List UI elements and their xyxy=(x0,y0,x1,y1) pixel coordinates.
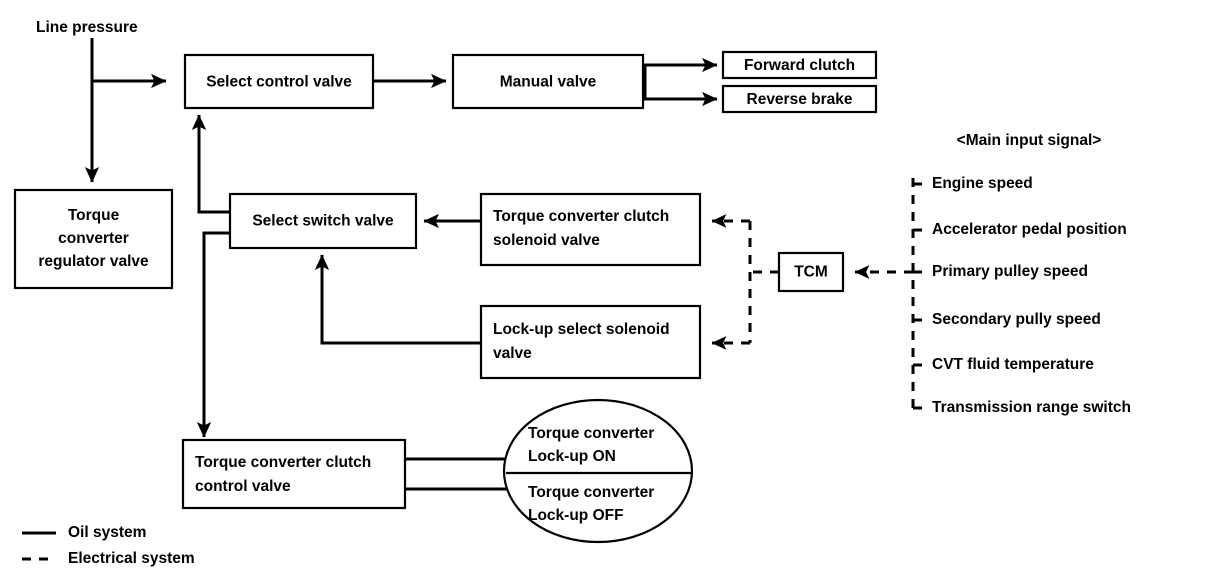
lockup-state-ellipse-shape xyxy=(502,398,694,544)
lockup-select-solenoid-valve-rect[interactable] xyxy=(479,304,702,380)
lockup-state-ellipse: Torque converter Lock-up ON Torque conve… xyxy=(502,398,694,544)
torque-converter-regulator-valve-label-line3: regulator valve xyxy=(38,253,149,270)
select-control-valve-box[interactable]: Select control valve xyxy=(183,53,375,110)
select-switch-down-riser xyxy=(202,231,231,430)
forward-clutch-label: Forward clutch xyxy=(744,57,855,74)
torque-converter-clutch-control-valve-box[interactable]: Torque converter clutch control valve xyxy=(181,438,407,510)
torque-converter-clutch-control-valve-label-line2: control valve xyxy=(195,478,291,495)
lockup-solenoid-riser xyxy=(320,262,481,345)
torque-converter-clutch-control-valve-rect[interactable] xyxy=(181,438,407,510)
select-switch-valve-label: Select switch valve xyxy=(252,213,394,230)
lockup-off-label-line2: Lock-up OFF xyxy=(528,507,624,524)
forward-clutch-box[interactable]: Forward clutch xyxy=(721,50,878,80)
torque-converter-regulator-valve-label-line2: converter xyxy=(58,230,129,247)
select-switch-valve-box[interactable]: Select switch valve xyxy=(228,192,418,250)
input-signal-secondary-pulley-speed: Secondary pully speed xyxy=(932,311,1101,328)
line-pressure-label: Line pressure xyxy=(36,19,138,36)
manual-valve-box[interactable]: Manual valve xyxy=(451,53,645,110)
legend-item-electrical-system: Electrical system xyxy=(22,550,195,567)
select-switch-valve-rect[interactable] xyxy=(228,192,418,250)
lockup-select-solenoid-valve-box[interactable]: Lock-up select solenoid valve xyxy=(479,304,702,380)
torque-converter-regulator-valve-rect[interactable] xyxy=(13,188,174,290)
tcm-output-electrical-bus xyxy=(711,214,779,350)
legend-electrical-system-label: Electrical system xyxy=(68,550,195,567)
select-switch-to-tcc-control-path xyxy=(196,231,231,438)
select-control-valve-label: Select control valve xyxy=(206,74,352,91)
torque-converter-clutch-solenoid-valve-label-line1: Torque converter clutch xyxy=(493,208,669,225)
lockup-select-solenoid-valve-label-line2: valve xyxy=(493,345,532,362)
legend-item-oil-system: Oil system xyxy=(22,524,146,541)
input-signal-accelerator-pedal-position: Accelerator pedal position xyxy=(932,221,1127,238)
lockup-off-label-line1: Torque converter xyxy=(528,484,654,501)
input-signal-transmission-range-switch: Transmission range switch xyxy=(932,399,1131,416)
torque-converter-clutch-solenoid-valve-box[interactable]: Torque converter clutch solenoid valve xyxy=(479,192,702,267)
main-input-signal-bus xyxy=(911,178,929,410)
input-signal-cvt-fluid-temperature: CVT fluid temperature xyxy=(932,356,1094,373)
lockup-select-solenoid-valve-label-line1: Lock-up select solenoid xyxy=(493,321,670,338)
select-switch-up-riser xyxy=(197,121,231,214)
tcm-label: TCM xyxy=(794,264,828,281)
input-signal-engine-speed: Engine speed xyxy=(932,175,1033,192)
torque-converter-clutch-solenoid-valve-label-line2: solenoid valve xyxy=(493,232,600,249)
reverse-brake-label: Reverse brake xyxy=(747,91,853,108)
manual-valve-rect[interactable] xyxy=(451,53,645,110)
select-switch-to-select-control-path xyxy=(191,114,231,214)
input-signal-primary-pulley-speed: Primary pulley speed xyxy=(932,263,1088,280)
manual-valve-label: Manual valve xyxy=(500,74,597,91)
torque-converter-regulator-valve-box[interactable]: Torque converter regulator valve xyxy=(13,188,174,290)
legend: Oil system Electrical system xyxy=(22,524,195,567)
reverse-brake-rect[interactable] xyxy=(721,84,878,114)
torque-converter-regulator-valve-label-line1: Torque xyxy=(68,207,120,224)
reverse-brake-box[interactable]: Reverse brake xyxy=(721,84,878,114)
lockup-on-label-line2: Lock-up ON xyxy=(528,448,616,465)
tcm-box[interactable]: TCM xyxy=(777,251,845,293)
manual-valve-outputs xyxy=(643,57,718,107)
lockup-solenoid-to-select-switch-path xyxy=(314,254,481,345)
tcm-rect[interactable] xyxy=(777,251,845,293)
torque-converter-clutch-control-valve-label-line1: Torque converter clutch xyxy=(195,454,371,471)
torque-converter-clutch-solenoid-valve-rect[interactable] xyxy=(479,192,702,267)
line-pressure-source: Line pressure xyxy=(36,19,167,183)
main-input-signal-list: <Main input signal> Engine speed Acceler… xyxy=(932,132,1131,416)
select-control-valve-rect[interactable] xyxy=(183,53,375,110)
main-input-signal-header: <Main input signal> xyxy=(957,132,1102,149)
legend-oil-system-label: Oil system xyxy=(68,524,146,541)
forward-clutch-rect[interactable] xyxy=(721,50,878,80)
lockup-on-label-line1: Torque converter xyxy=(528,425,654,442)
